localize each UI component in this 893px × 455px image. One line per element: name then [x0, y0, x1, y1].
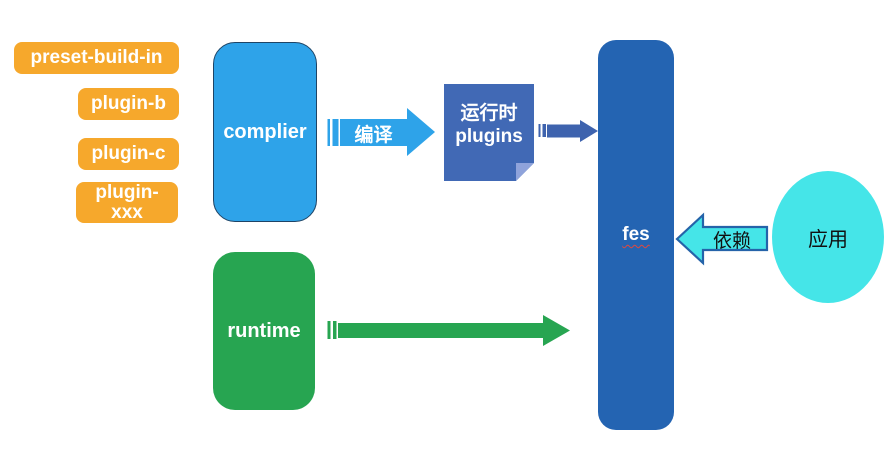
plugin-chip-preset-build-in: preset-build-in: [14, 42, 179, 74]
app-node: 应用: [772, 171, 884, 303]
runtime-plugins-line1: 运行时: [460, 102, 518, 124]
runtime-plugins-line2: plugins: [455, 125, 523, 147]
runtime-node: runtime: [213, 252, 315, 410]
depends-arrow: [675, 212, 769, 266]
fes-label: fes: [622, 224, 650, 245]
plugin-chip-c: plugin-c: [78, 138, 179, 170]
plugins-to-fes-arrow: [538, 120, 598, 142]
compile-arrow-label: 编译: [354, 124, 393, 146]
runtime-to-fes-arrow: [327, 315, 570, 346]
fes-node: fes: [598, 40, 674, 430]
depends-arrow-label: 依赖: [712, 231, 751, 252]
plugin-chip-xxx: plugin- xxx: [76, 182, 178, 223]
plugin-chip-b: plugin-b: [78, 88, 179, 120]
compile-arrow: [327, 108, 435, 156]
runtime-plugins-node: 运行时 plugins: [444, 84, 534, 181]
complier-node: complier: [213, 42, 317, 222]
folded-corner-icon: [516, 163, 534, 181]
